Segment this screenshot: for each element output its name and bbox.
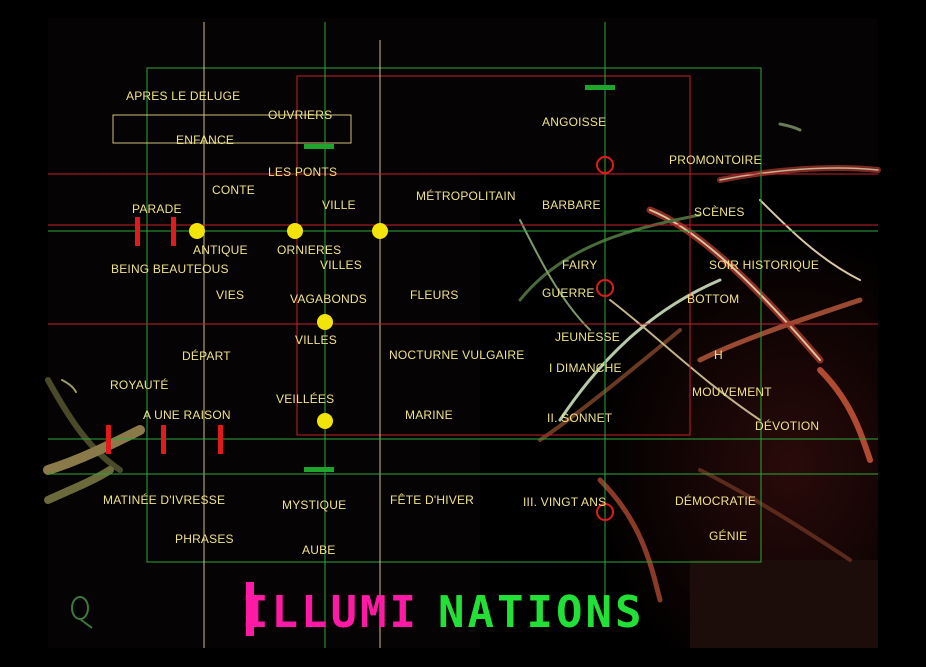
- bar-marker: [106, 425, 111, 454]
- poem-link-jeunesse[interactable]: JEUNESSE: [555, 330, 620, 344]
- enfance-ouvriers-box: [112, 114, 352, 144]
- poem-link-fleurs[interactable]: FLEURS: [410, 288, 459, 302]
- poem-link-bottom[interactable]: BOTTOM: [687, 292, 740, 306]
- bar-marker: [218, 425, 223, 454]
- station-dot: [372, 223, 388, 239]
- station-dot: [317, 314, 333, 330]
- poem-link-ouvriers[interactable]: OUVRIERS: [268, 108, 333, 122]
- poem-link-aube[interactable]: AUBE: [302, 543, 336, 557]
- poem-link-guerre[interactable]: GUERRE: [542, 286, 595, 300]
- poem-link-being-beauteous[interactable]: BEING BEAUTEOUS: [111, 262, 229, 276]
- poem-link-vies[interactable]: VIES: [216, 288, 245, 302]
- bar-marker: [171, 217, 176, 246]
- poem-link-ville[interactable]: VILLE: [322, 198, 356, 212]
- illuminations-logo: ILLUMI NATIONS: [240, 578, 680, 642]
- ring-station: [596, 503, 614, 521]
- poem-link-devotion[interactable]: DÉVOTION: [755, 419, 820, 433]
- poem-link-royaute[interactable]: ROYAUTÉ: [110, 378, 169, 392]
- poem-link-mystique[interactable]: MYSTIQUE: [282, 498, 347, 512]
- poem-link-angoisse[interactable]: ANGOISSE: [542, 115, 607, 129]
- logo-lettering-art: [246, 582, 254, 636]
- poem-link-conte[interactable]: CONTE: [212, 183, 255, 197]
- station-dot: [287, 223, 303, 239]
- poem-link-genie[interactable]: GÉNIE: [709, 529, 748, 543]
- poem-link-soir-historique[interactable]: SOIR HISTORIQUE: [709, 258, 820, 272]
- dash-marker: [304, 144, 334, 149]
- poem-link-antique[interactable]: ANTIQUE: [193, 243, 248, 257]
- poem-link-villes-1[interactable]: VILLES: [320, 258, 362, 272]
- poem-link-democratie[interactable]: DÉMOCRATIE: [675, 494, 757, 508]
- poem-link-ii-sonnet[interactable]: II. SONNET: [547, 411, 613, 425]
- poem-link-fete-dhiver[interactable]: FÊTE D'HIVER: [390, 493, 475, 507]
- red-ring-stations: [596, 156, 614, 521]
- outer-green-frame: [146, 67, 762, 563]
- poem-link-phrases[interactable]: PHRASES: [175, 532, 234, 546]
- station-dot: [317, 413, 333, 429]
- red-bar-markers: [106, 217, 223, 454]
- logo-part-illumi: ILLUMI: [242, 587, 419, 638]
- poem-link-parade[interactable]: PARADE: [132, 202, 182, 216]
- poem-link-ornieres[interactable]: ORNIERES: [277, 243, 342, 257]
- station-dot: [189, 223, 205, 239]
- poem-link-i-dimanche[interactable]: I DIMANCHE: [549, 361, 622, 375]
- poem-link-matinee-divresse[interactable]: MATINÉE D'IVRESSE: [103, 493, 226, 507]
- poem-link-enfance[interactable]: ENFANCE: [176, 133, 235, 147]
- green-dash-markers: [304, 85, 615, 472]
- plant-stems: [43, 122, 881, 603]
- poem-link-veillees[interactable]: VEILLÉES: [276, 392, 335, 406]
- poem-link-metropolitain[interactable]: MÉTROPOLITAIN: [416, 189, 516, 203]
- poem-link-nocturne-vulgaire[interactable]: NOCTURNE VULGAIRE: [389, 348, 525, 362]
- poem-link-villes-2[interactable]: VILLES: [295, 333, 337, 347]
- poem-link-scenes[interactable]: SCÈNES: [694, 205, 745, 219]
- ring-station: [596, 279, 614, 297]
- dash-marker: [304, 467, 334, 472]
- poem-link-iii-vingt-ans[interactable]: III. VINGT ANS: [523, 495, 607, 509]
- poem-link-vagabonds[interactable]: VAGABONDS: [290, 292, 367, 306]
- photo-corner: [690, 560, 878, 648]
- ring-station: [596, 156, 614, 174]
- poem-link-les-ponts[interactable]: LES PONTS: [268, 165, 338, 179]
- poem-link-marine[interactable]: MARINE: [405, 408, 453, 422]
- bar-marker: [161, 425, 166, 454]
- dash-marker: [585, 85, 615, 90]
- poem-link-mouvement[interactable]: MOUVEMENT: [692, 385, 772, 399]
- poem-link-depart[interactable]: DÉPART: [182, 349, 231, 363]
- bar-marker: [135, 217, 140, 246]
- logo-part-nations: NATIONS: [438, 587, 645, 638]
- small-seed-icon: [71, 596, 93, 629]
- yellow-stations: [189, 223, 388, 429]
- poem-link-promontoire[interactable]: PROMONTOIRE: [669, 153, 762, 167]
- poem-link-a-une-raison[interactable]: A UNE RAISON: [143, 408, 231, 422]
- poem-link-h[interactable]: H: [714, 348, 723, 362]
- poem-link-apres-le-deluge[interactable]: APRES LE DELUGE: [126, 89, 241, 103]
- inner-red-frame: [296, 75, 691, 436]
- poem-link-barbare[interactable]: BARBARE: [542, 198, 601, 212]
- poem-link-fairy[interactable]: FAIRY: [562, 258, 598, 272]
